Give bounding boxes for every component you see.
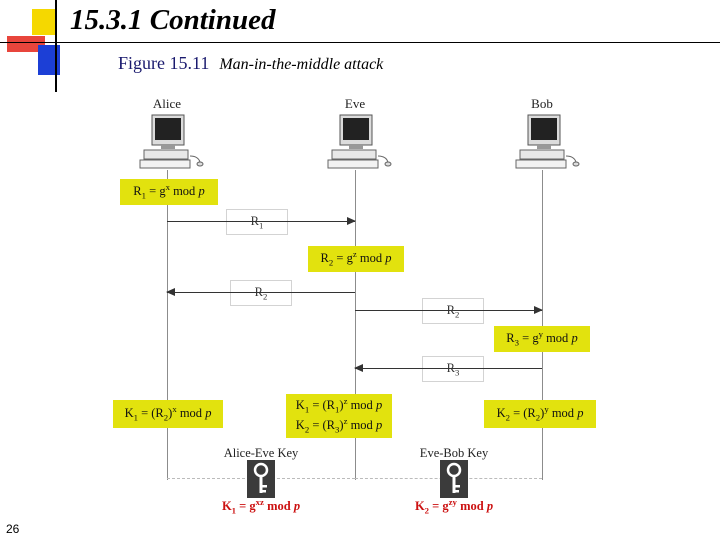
- figure-number: Figure 15.11: [118, 53, 209, 73]
- message-r2-label-alice: R2: [255, 285, 268, 302]
- computer-icon-bob: [514, 114, 580, 170]
- party-label-alice: Alice: [153, 96, 181, 112]
- decor-vertical-line: [55, 0, 57, 92]
- eve-r2-formula: R2 = gz mod p: [321, 249, 392, 269]
- alice-k1-formula: K1 = (R2)x mod p: [125, 404, 212, 424]
- eve-k2-formula: K2 = (R3)z mod p: [296, 416, 382, 436]
- message-r1-box: R1: [226, 209, 288, 235]
- party-label-eve: Eve: [345, 96, 365, 112]
- eve-k1-formula: K1 = (R1)z mod p: [296, 396, 382, 416]
- alice-k1-computation: K1 = (R2)x mod p: [113, 400, 223, 428]
- arrow-alice-to-eve-r1: [167, 221, 355, 222]
- key-icon-eve-bob: [440, 460, 468, 498]
- bob-r3-computation: R3 = gy mod p: [494, 326, 590, 352]
- eve-bob-key-formula: K2 = gzy mod p: [415, 497, 493, 516]
- alice-r1-formula: R1 = gx mod p: [133, 182, 204, 202]
- arrow-eve-to-bob-r2: [355, 310, 542, 311]
- lifeline-alice: [167, 170, 168, 480]
- lifeline-bob: [542, 170, 543, 480]
- party-label-bob: Bob: [531, 96, 553, 112]
- decor-horizontal-line: [0, 42, 720, 43]
- page-number: 26: [6, 522, 19, 536]
- bob-k2-computation: K2 = (R2)y mod p: [484, 400, 596, 428]
- eve-r2-computation: R2 = gz mod p: [308, 246, 404, 272]
- alice-r1-computation: R1 = gx mod p: [120, 179, 218, 205]
- bob-k2-formula: K2 = (R2)y mod p: [497, 404, 584, 424]
- arrow-eve-to-alice-r2: [167, 292, 355, 293]
- message-r3-label: R3: [447, 361, 460, 378]
- message-r3-box: R3: [422, 356, 484, 382]
- bob-r3-formula: R3 = gy mod p: [506, 329, 577, 349]
- decor-yellow-square: [32, 9, 56, 35]
- slide-title: 15.3.1 Continued: [70, 4, 275, 37]
- message-r1-label: R1: [251, 214, 264, 231]
- arrow-bob-to-eve-r3: [355, 368, 542, 369]
- eve-bob-key-label: Eve-Bob Key: [420, 446, 488, 461]
- alice-eve-key-label: Alice-Eve Key: [224, 446, 299, 461]
- figure-subtitle: Man-in-the-middle attack: [219, 56, 383, 73]
- alice-eve-key-formula: K1 = gxz mod p: [222, 497, 300, 516]
- message-r2-box-alice: R2: [230, 280, 292, 306]
- computer-icon-alice: [138, 114, 204, 170]
- message-r2-box-bob: R2: [422, 298, 484, 324]
- key-icon-alice-eve: [247, 460, 275, 498]
- message-r2-label-bob: R2: [447, 303, 460, 320]
- computer-icon-eve: [326, 114, 392, 170]
- eve-keys-computation: K1 = (R1)z mod p K2 = (R3)z mod p: [286, 394, 392, 438]
- figure-caption: Figure 15.11 Man-in-the-middle attack: [118, 53, 383, 74]
